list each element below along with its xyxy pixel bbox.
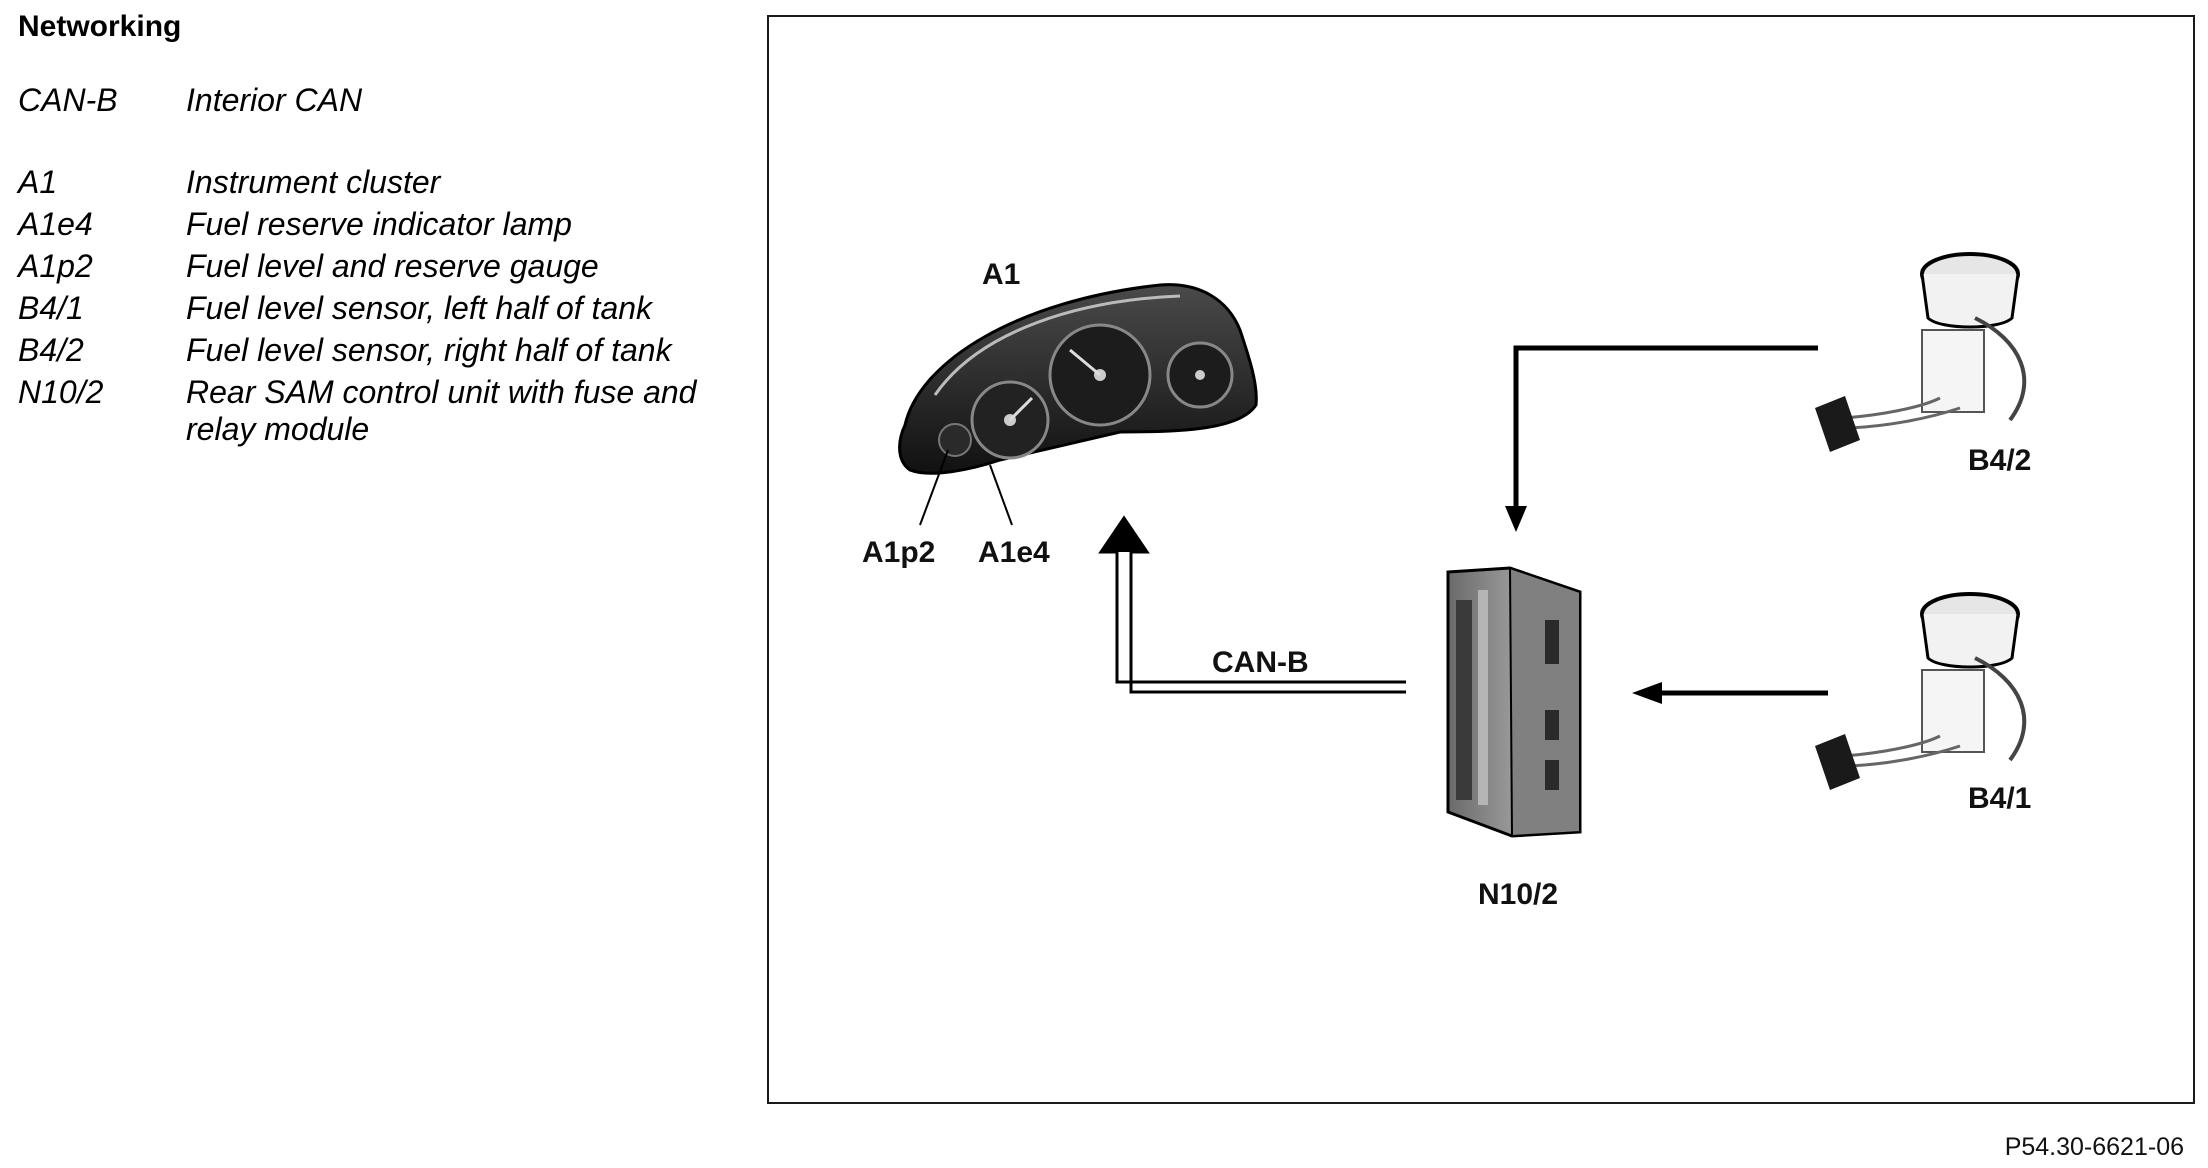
label-b4-2: B4/2: [1968, 444, 2031, 477]
label-a1: A1: [982, 258, 1020, 291]
legend-code: N10/2: [18, 374, 104, 410]
legend-item-a1p2: A1p2 Fuel level and reserve gauge: [18, 248, 718, 285]
a1e4-leader-line: [989, 464, 1013, 526]
legend-item-a1e4: A1e4 Fuel reserve indicator lamp: [18, 206, 718, 243]
label-n10-2: N10/2: [1478, 878, 1558, 911]
legend-code: A1: [18, 164, 58, 200]
legend-description: Fuel level and reserve gauge: [186, 248, 599, 284]
label-can-b: CAN-B: [1212, 646, 1309, 679]
legend-description: Fuel reserve indicator lamp: [186, 206, 572, 242]
legend-item-a1: A1 Instrument cluster: [18, 164, 718, 201]
legend-panel: Networking CAN-B Interior CAN A1 Instrum…: [18, 8, 718, 453]
legend-item-n10-2: N10/2 Rear SAM control unit with fuse an…: [18, 374, 718, 448]
fuel-sensor-b4-1-image: [1815, 592, 2027, 790]
fuel-sensor-b4-2-image: [1815, 252, 2027, 452]
legend-code: A1e4: [18, 206, 93, 242]
legend-description: Fuel level sensor, left half of tank: [186, 290, 653, 326]
can-b-arrow: [1098, 515, 1406, 694]
a1p2-leader-line: [919, 449, 949, 526]
legend-description: Rear SAM control unit with fuse and rela…: [186, 374, 697, 447]
legend-item-can-b: CAN-B Interior CAN: [18, 82, 718, 119]
legend-code: A1p2: [18, 248, 93, 284]
legend-code: B4/1: [18, 290, 84, 326]
legend-description: Interior CAN: [186, 82, 363, 118]
instrument-cluster-image: [898, 283, 1258, 475]
legend-title: Networking: [18, 10, 182, 43]
legend-item-b4-1: B4/1 Fuel level sensor, left half of tan…: [18, 290, 718, 327]
label-a1e4: A1e4: [978, 536, 1050, 569]
diagram-frame: [767, 15, 2195, 1104]
figure-reference: P54.30-6621-06: [2004, 1133, 2184, 1161]
legend-item-b4-2: B4/2 Fuel level sensor, right half of ta…: [18, 332, 718, 369]
legend-description: Fuel level sensor, right half of tank: [186, 332, 672, 368]
rear-sam-control-unit-image: [1446, 566, 1582, 838]
b4-2-to-n10-2-arrow: [1505, 345, 1818, 532]
label-a1p2: A1p2: [862, 536, 935, 569]
label-b4-1: B4/1: [1968, 782, 2031, 815]
b4-1-to-n10-2-arrow: [1632, 682, 1828, 704]
legend-code: B4/2: [18, 332, 84, 368]
legend-description: Instrument cluster: [186, 164, 441, 200]
legend-code: CAN-B: [18, 82, 118, 118]
